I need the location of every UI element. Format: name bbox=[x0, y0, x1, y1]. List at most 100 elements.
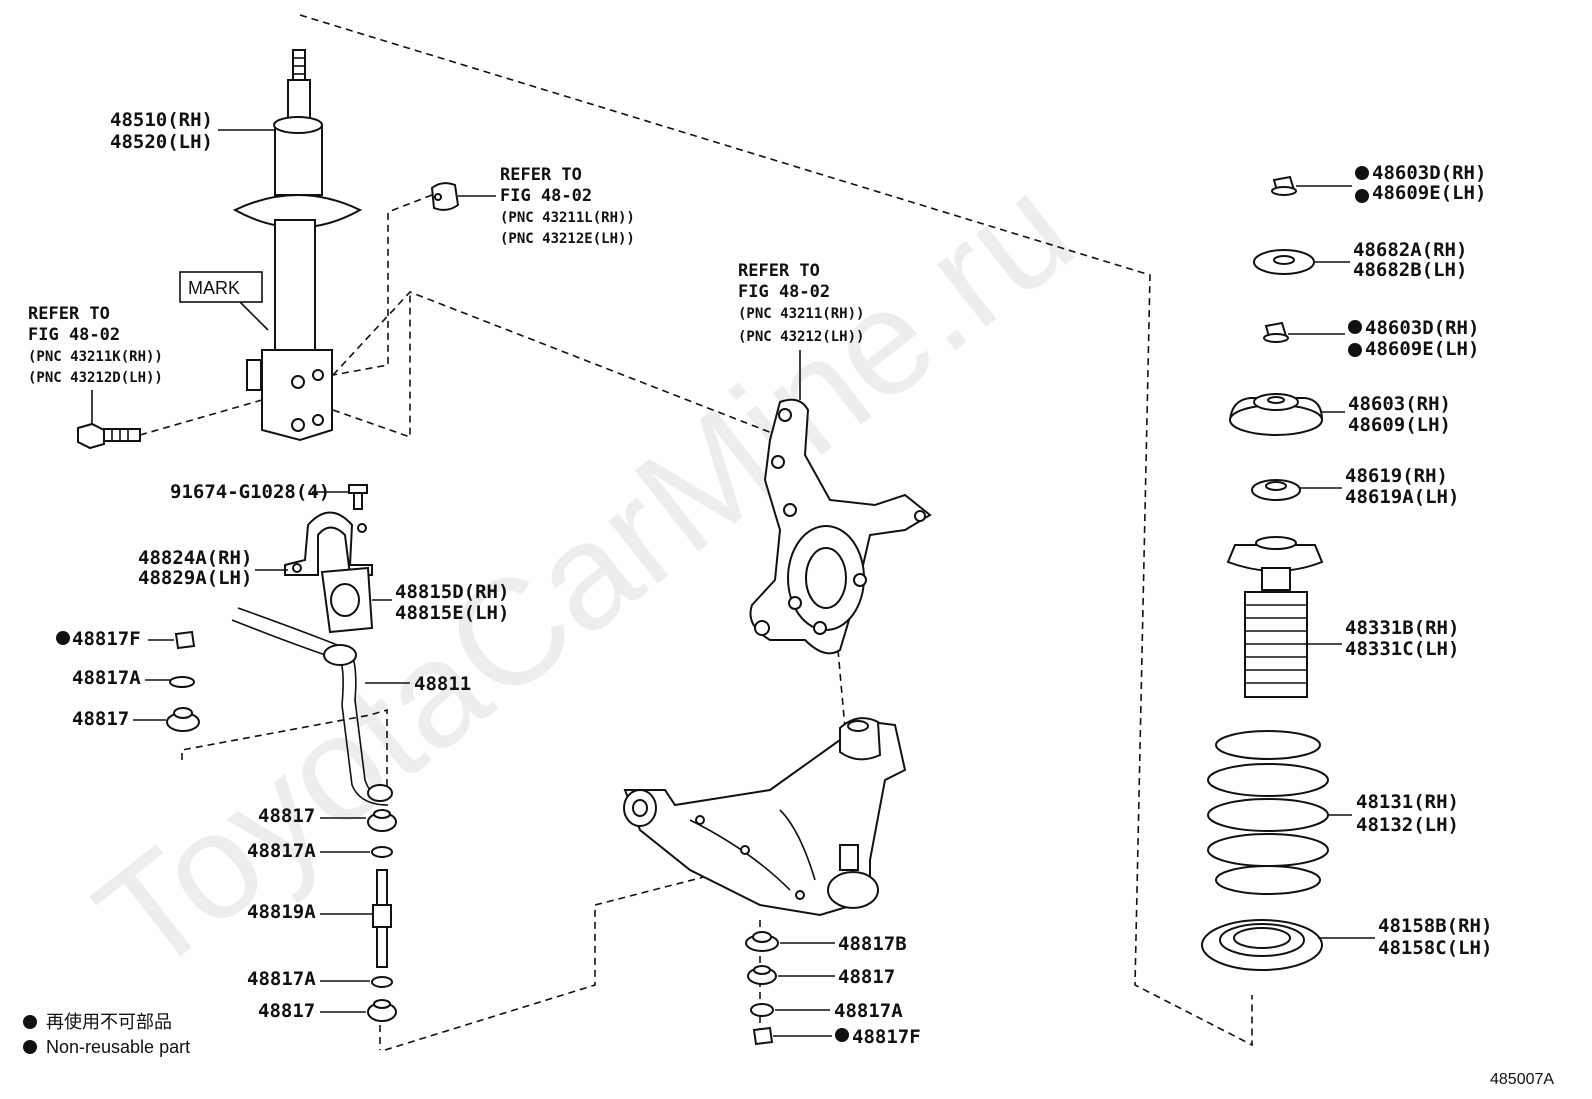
label-48520-lh: 48520(LH) bbox=[110, 131, 213, 153]
link-washer-bottom bbox=[371, 976, 393, 988]
bolt-91674 bbox=[348, 484, 368, 510]
assembly-outline bbox=[299, 14, 1253, 1047]
non-reusable-dot bbox=[1355, 166, 1369, 180]
shock-group-outline bbox=[332, 291, 791, 441]
ref-top-line1: REFER TO bbox=[500, 165, 582, 185]
label-91674: 91674-G1028(4) bbox=[170, 481, 330, 503]
label-48817f: 48817F bbox=[72, 628, 141, 650]
label-48829a-lh: 48829A(LH) bbox=[138, 567, 252, 589]
ref-mid-line4: (PNC 43212(LH)) bbox=[738, 329, 864, 345]
ref-top-line2: FIG 48-02 bbox=[500, 186, 592, 206]
shock-absorber bbox=[232, 49, 363, 442]
label-48132-lh: 48132(LH) bbox=[1356, 814, 1459, 836]
nut-48817f bbox=[174, 630, 196, 650]
non-reusable-dot bbox=[1355, 189, 1369, 203]
nut-48603d-top bbox=[1271, 175, 1297, 196]
ref-mid-line3: (PNC 43211(RH)) bbox=[738, 306, 864, 322]
label-48158b-rh: 48158B(RH) bbox=[1378, 915, 1492, 937]
bump-boot-48331 bbox=[1226, 536, 1324, 698]
ref-top-line4: (PNC 43212E(LH)) bbox=[500, 231, 635, 247]
label-48817: 48817 bbox=[72, 708, 129, 730]
mark-label: MARK bbox=[188, 278, 240, 298]
retainer-48682 bbox=[1253, 249, 1315, 275]
label-link-48817a-top: 48817A bbox=[247, 840, 316, 862]
label-48603-rh: 48603(RH) bbox=[1348, 393, 1451, 415]
steering-knuckle bbox=[749, 398, 932, 655]
label-48824a-rh: 48824A(RH) bbox=[138, 547, 252, 569]
ref-mid-line2: FIG 48-02 bbox=[738, 282, 830, 302]
label-48609-lh: 48609(LH) bbox=[1348, 414, 1451, 436]
label-48609e-lh-2: 48609E(LH) bbox=[1365, 338, 1479, 360]
label-48158c-lh: 48158C(LH) bbox=[1378, 937, 1492, 959]
label-48815d-rh: 48815D(RH) bbox=[395, 581, 509, 603]
shock-bracket-outline bbox=[332, 292, 411, 439]
ref-left-line1: REFER TO bbox=[28, 304, 110, 324]
non-reusable-dot bbox=[1348, 343, 1362, 357]
stabilizer-bar bbox=[231, 607, 393, 806]
non-reusable-dot bbox=[56, 631, 70, 645]
stabilizer-bushing bbox=[320, 566, 374, 634]
nut-48817f-mid bbox=[752, 1026, 774, 1046]
non-reusable-dot bbox=[1348, 320, 1362, 334]
label-link-48817-bottom: 48817 bbox=[258, 1000, 315, 1022]
label-48131-rh: 48131(RH) bbox=[1356, 791, 1459, 813]
label-48603d-rh-1: 48603D(RH) bbox=[1372, 162, 1486, 184]
spring-insulator-48158 bbox=[1201, 919, 1323, 971]
label-48682b-lh: 48682B(LH) bbox=[1353, 259, 1467, 281]
legend-en: Non-reusable part bbox=[46, 1037, 190, 1057]
link-washer-top bbox=[371, 846, 393, 858]
ref-left-line3: (PNC 43211K(RH)) bbox=[28, 349, 163, 365]
washer-48817a-mid bbox=[750, 1003, 774, 1017]
ref-left-line2: FIG 48-02 bbox=[28, 325, 120, 345]
seat-48619 bbox=[1251, 479, 1301, 501]
legend-cn: 再使用不可部品 bbox=[46, 1012, 172, 1032]
label-48819a: 48819A bbox=[247, 901, 316, 923]
ref-left-line4: (PNC 43212D(LH)) bbox=[28, 370, 163, 386]
ref-mid-line1: REFER TO bbox=[738, 261, 820, 281]
label-48510-rh: 48510(RH) bbox=[110, 109, 213, 131]
cushion-48817 bbox=[166, 707, 200, 732]
label-48619-rh: 48619(RH) bbox=[1345, 465, 1448, 487]
label-48811: 48811 bbox=[414, 673, 471, 695]
bolt-dash bbox=[139, 399, 263, 436]
stabilizer-outline bbox=[181, 708, 388, 790]
label-mid-48817a: 48817A bbox=[834, 1000, 903, 1022]
label-48619a-lh: 48619A(LH) bbox=[1345, 486, 1459, 508]
figure-code: 485007A bbox=[1490, 1071, 1554, 1088]
lower-control-arm bbox=[623, 717, 907, 917]
top-bolt-outline bbox=[332, 194, 433, 376]
label-48331b-rh: 48331B(RH) bbox=[1345, 617, 1459, 639]
ref-top-line3: (PNC 43211L(RH)) bbox=[500, 210, 635, 226]
label-mid-48817: 48817 bbox=[838, 966, 895, 988]
label-48609e-lh-1: 48609E(LH) bbox=[1372, 182, 1486, 204]
knuckle-nut-top bbox=[430, 182, 460, 211]
washer-48817a bbox=[169, 676, 195, 688]
label-48817b: 48817B bbox=[838, 933, 907, 955]
knuckle-bolt-left bbox=[77, 422, 141, 450]
label-mid-48817f: 48817F bbox=[852, 1026, 921, 1048]
label-48815e-lh: 48815E(LH) bbox=[395, 602, 509, 624]
legend-dot-en bbox=[23, 1040, 37, 1054]
cushion-48817-mid bbox=[747, 965, 777, 985]
upper-support-48603 bbox=[1228, 393, 1324, 436]
label-48331c-lh: 48331C(LH) bbox=[1345, 638, 1459, 660]
label-48817a: 48817A bbox=[72, 667, 141, 689]
label-48682a-rh: 48682A(RH) bbox=[1353, 239, 1467, 261]
label-link-48817a-bottom: 48817A bbox=[247, 968, 316, 990]
cushion-48817b bbox=[745, 931, 779, 952]
stabilizer-bracket bbox=[284, 511, 373, 576]
link-cushion-top bbox=[367, 809, 397, 832]
link-bolt bbox=[372, 869, 392, 968]
legend-dot-cn bbox=[23, 1015, 37, 1029]
label-48603d-rh-2: 48603D(RH) bbox=[1365, 317, 1479, 339]
mark-box bbox=[179, 271, 263, 303]
mark-leader bbox=[239, 301, 269, 331]
label-link-48817-top: 48817 bbox=[258, 805, 315, 827]
non-reusable-dot bbox=[835, 1028, 849, 1042]
nut-48603d-second bbox=[1263, 321, 1289, 343]
coil-spring-48131 bbox=[1207, 730, 1329, 895]
link-cushion-bottom bbox=[367, 999, 397, 1022]
lower-arm-outline bbox=[384, 859, 771, 1051]
